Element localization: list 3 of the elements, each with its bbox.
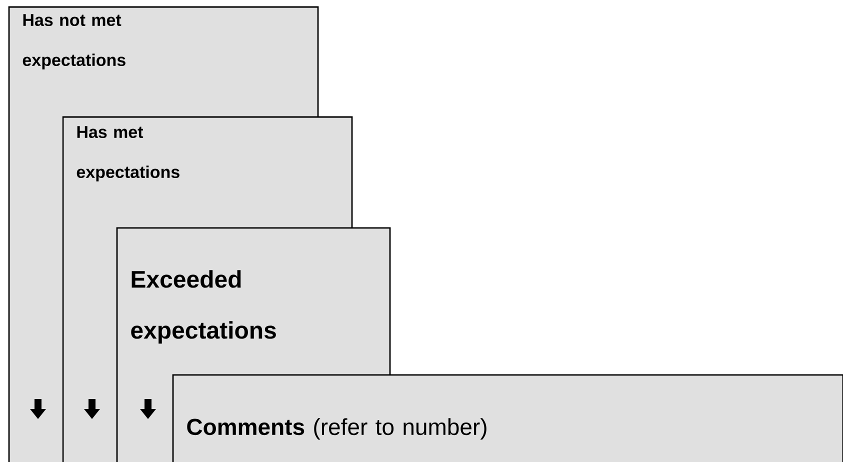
node-label: Has met expectations: [76, 126, 180, 182]
tab-box: Comments (refer to number): [172, 374, 843, 462]
node-label: Has not met expectations: [22, 14, 126, 70]
